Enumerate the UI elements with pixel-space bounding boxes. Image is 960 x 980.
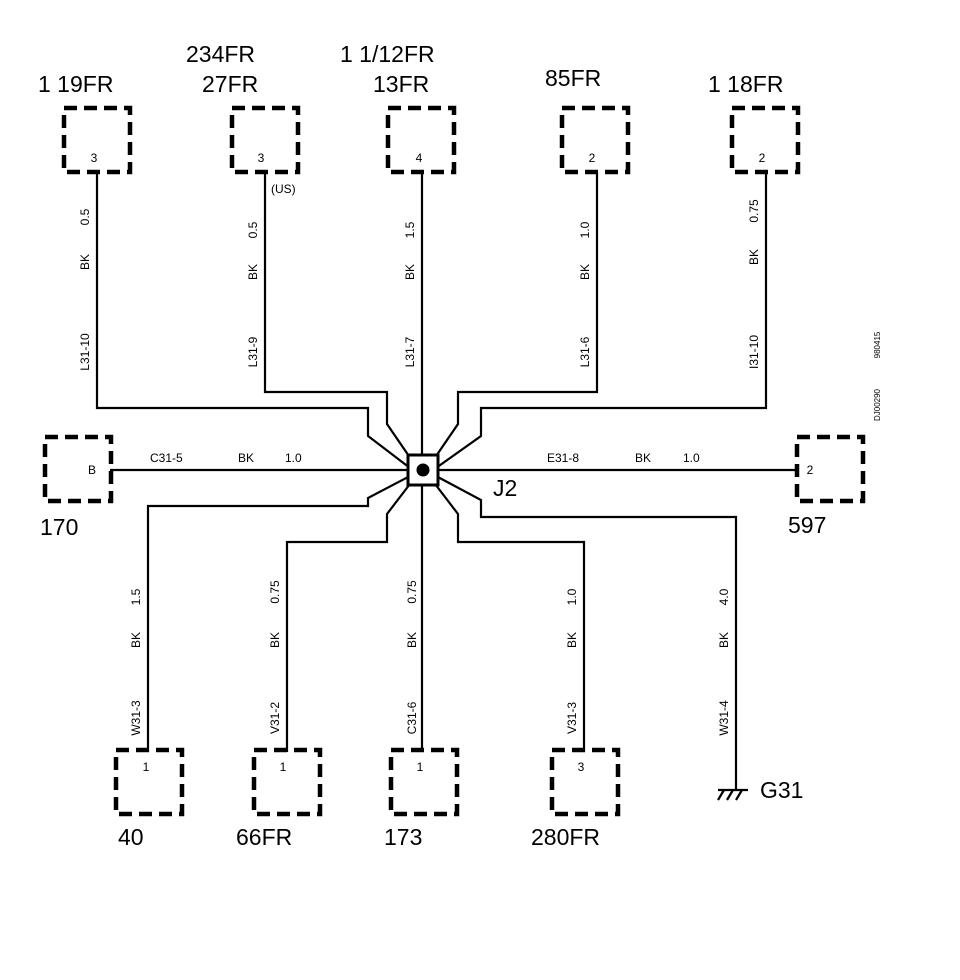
pin-number: 2	[807, 463, 814, 477]
ground-label: G31	[760, 777, 803, 803]
wire-size: 4.0	[717, 588, 731, 605]
wire-id: W31-4	[717, 700, 731, 736]
component-label: 40	[118, 824, 144, 850]
pin-number: 3	[578, 760, 585, 774]
wire-v31-2	[285, 479, 414, 752]
wire-v31-3	[431, 479, 586, 752]
connector-box	[388, 747, 460, 817]
component-label: 13FR	[373, 71, 429, 97]
wire-size: 1.5	[129, 588, 143, 605]
connector-box	[729, 105, 801, 175]
wire-color: BK	[268, 632, 282, 648]
wire-size: 1.0	[285, 451, 302, 465]
wire-id: L31-10	[78, 333, 92, 371]
wire-color: BK	[565, 632, 579, 648]
component-label: 234FR	[186, 41, 255, 67]
wire-color: BK	[403, 264, 417, 280]
wire-color: BK	[129, 632, 143, 648]
component-label: 173	[384, 824, 422, 850]
pin-number: B	[88, 463, 96, 477]
reference-code: DJ00290	[873, 388, 882, 421]
wire-w31-3	[146, 475, 411, 752]
wire-size: 1.0	[565, 588, 579, 605]
component-label: 1 1/12FR	[340, 41, 435, 67]
component-label: 597	[788, 512, 826, 538]
region-note: (US)	[271, 182, 296, 196]
pin-number: 2	[759, 151, 766, 165]
connector-box	[385, 105, 457, 175]
wire-w31-4	[435, 475, 738, 790]
wire-size: 0.75	[405, 580, 419, 604]
wire-l31-9	[263, 172, 414, 463]
wire-size: 0.75	[747, 199, 761, 223]
connector-box	[794, 434, 866, 504]
connector-box	[229, 105, 301, 175]
component-label: 85FR	[545, 65, 601, 91]
pin-number: 3	[91, 151, 98, 165]
wire-id: E31-8	[547, 451, 579, 465]
wire-size: 1.0	[578, 221, 592, 238]
wire-size: 1.5	[403, 221, 417, 238]
reference-code: 980415	[873, 331, 882, 358]
connector-box	[61, 105, 133, 175]
wire-id: I31-10	[747, 335, 761, 369]
wire-l31-10	[95, 172, 411, 469]
wire-id: L31-6	[578, 336, 592, 367]
wire-color: BK	[246, 264, 260, 280]
component-label: 27FR	[202, 71, 258, 97]
component-label: 280FR	[531, 824, 600, 850]
wire-color: BK	[747, 249, 761, 265]
component-label: 1 19FR	[38, 71, 113, 97]
splice-j2	[406, 453, 440, 487]
connector-box	[113, 747, 185, 817]
wire-id: V31-2	[268, 702, 282, 734]
pin-number: 1	[143, 760, 150, 774]
pin-number: 2	[589, 151, 596, 165]
pin-number: 1	[280, 760, 287, 774]
connector-box	[549, 747, 621, 817]
wire-color: BK	[405, 632, 419, 648]
wire-id: C31-6	[405, 701, 419, 734]
pin-number: 3	[258, 151, 265, 165]
wire-l31-6	[431, 172, 599, 463]
pin-number: 4	[416, 151, 423, 165]
wire-size: 1.0	[683, 451, 700, 465]
connector-box	[559, 105, 631, 175]
wire-size: 0.5	[246, 221, 260, 238]
wire-size: 0.75	[268, 580, 282, 604]
wire-color: BK	[717, 632, 731, 648]
wire-id: C31-5	[150, 451, 183, 465]
wire-id: W31-3	[129, 700, 143, 736]
wire-color: BK	[78, 254, 92, 270]
wire-i31-10	[435, 172, 768, 469]
connector-box	[251, 747, 323, 817]
pin-number: 1	[417, 760, 424, 774]
component-label: 1 18FR	[708, 71, 783, 97]
ground-symbol-icon	[717, 788, 748, 801]
component-label: 170	[40, 514, 78, 540]
splice-label: J2	[493, 475, 517, 501]
wire-size: 0.5	[78, 208, 92, 225]
wire-color: BK	[635, 451, 651, 465]
connector-box	[42, 434, 114, 504]
component-label: 66FR	[236, 824, 292, 850]
wire-id: L31-9	[246, 336, 260, 367]
wire-color: BK	[238, 451, 254, 465]
wire-id: V31-3	[565, 702, 579, 734]
wire-id: L31-7	[403, 336, 417, 367]
wire-color: BK	[578, 264, 592, 280]
